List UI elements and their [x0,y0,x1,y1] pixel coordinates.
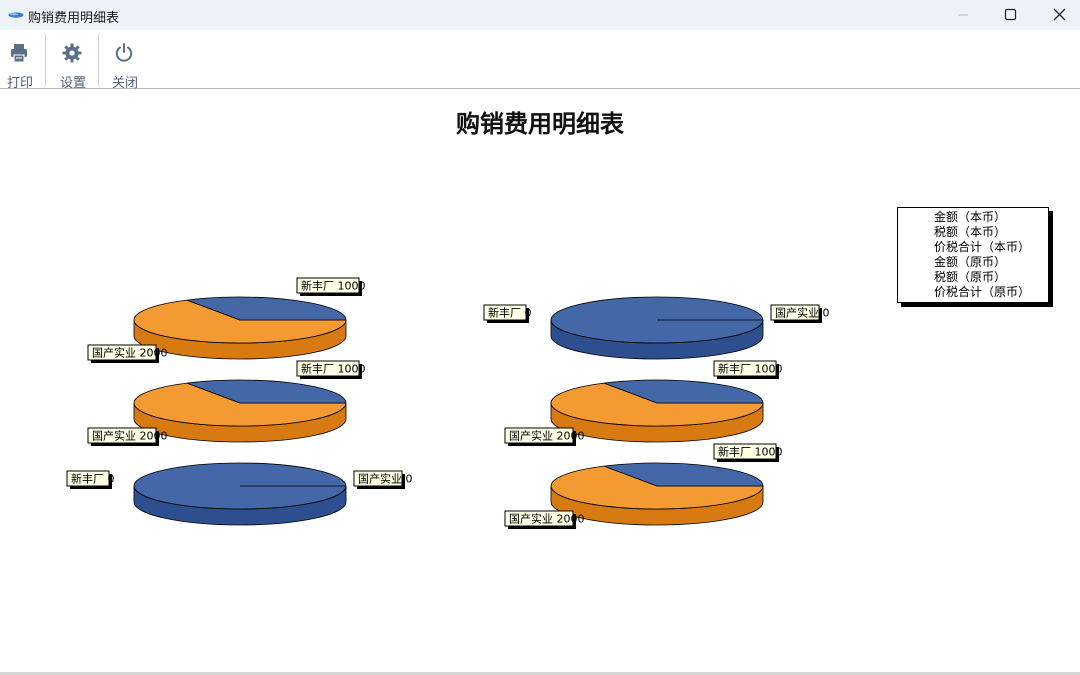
minimize-icon [958,14,968,16]
slice-label-text: 新丰厂 0 [71,472,115,486]
app-icon [8,12,24,18]
slice-label-text: 新丰厂 1000 [718,445,783,459]
printer-icon [11,44,27,63]
pie-chart [133,462,347,526]
slice-label: 新丰厂 0 [483,304,532,323]
legend-item: 价税合计（原币） [934,285,1031,299]
maximize-icon [1004,8,1017,21]
pie-slice [603,462,764,487]
pie-slice [186,379,347,404]
legend-item: 税额（原币） [934,270,1007,284]
print-button[interactable]: 打印 [0,32,40,91]
legend-item: 价税合计（本币） [934,240,1031,254]
pie-chart [550,462,764,526]
close-report-label: 关闭 [111,76,138,91]
slice-label-text: 新丰厂 1000 [301,279,366,293]
pie-slice [550,465,764,510]
pie-slice [603,379,764,404]
pie-slice [133,299,347,344]
slice-label: 国产实业 0 [770,304,830,323]
slice-label: 国产实业 0 [353,470,413,489]
slice-label: 国产实业 2000 [504,510,585,529]
pie-chart [550,296,764,360]
slice-label: 新丰厂 1000 [713,360,783,379]
slice-label-text: 新丰厂 0 [488,306,532,320]
pie-slice [133,382,347,427]
slice-label-text: 新丰厂 1000 [301,362,366,376]
slice-label-text: 国产实业 2000 [92,429,168,443]
pie-chart [133,296,347,360]
pie-chart [550,379,764,443]
slice-label-text: 国产实业 2000 [509,429,585,443]
slice-label: 国产实业 2000 [87,344,168,363]
window-title: 购销费用明细表 [28,11,120,26]
slice-label-text: 新丰厂 1000 [718,362,783,376]
print-label: 打印 [6,76,33,91]
minimize-button[interactable] [940,0,986,30]
toolbar-separator [98,34,99,86]
slice-label: 国产实业 2000 [87,427,168,446]
slice-label: 新丰厂 1000 [296,360,366,379]
slice-label: 新丰厂 1000 [296,277,366,296]
legend-item: 金额（原币） [934,255,1007,269]
title-bar: 购销费用明细表 [0,0,1080,30]
slice-label: 国产实业 2000 [504,427,585,446]
gear-icon [62,43,82,63]
toolbar-separator [45,34,46,86]
slice-label-text: 国产实业 2000 [509,512,585,526]
report-title: 购销费用明细表 [456,109,624,138]
close-icon [1053,8,1066,21]
chart-legend: 金额（本币） 税额（本币） 价税合计（本币） 金额（原币） 税额（原币） 价税合… [897,207,1049,303]
slice-label: 新丰厂 0 [66,470,115,489]
close-report-button[interactable]: 关闭 [105,32,145,91]
window-bottom-edge [0,672,1080,675]
slice-label-text: 国产实业 0 [358,472,413,486]
settings-label: 设置 [59,76,86,91]
slice-label: 新丰厂 1000 [713,443,783,462]
legend-item: 金额（本币） [934,210,1007,224]
power-icon [115,43,133,62]
slice-label-text: 国产实业 0 [775,306,830,320]
pie-chart [133,379,347,443]
slice-label-text: 国产实业 2000 [92,346,168,360]
settings-button[interactable]: 设置 [53,32,93,91]
close-button[interactable] [1034,0,1080,30]
legend-item: 税额（本币） [934,225,1007,239]
pie-slice [550,382,764,427]
toolbar: 打印 设置 关闭 [0,30,1080,91]
pie-slice [186,296,347,321]
maximize-button[interactable] [987,0,1033,30]
